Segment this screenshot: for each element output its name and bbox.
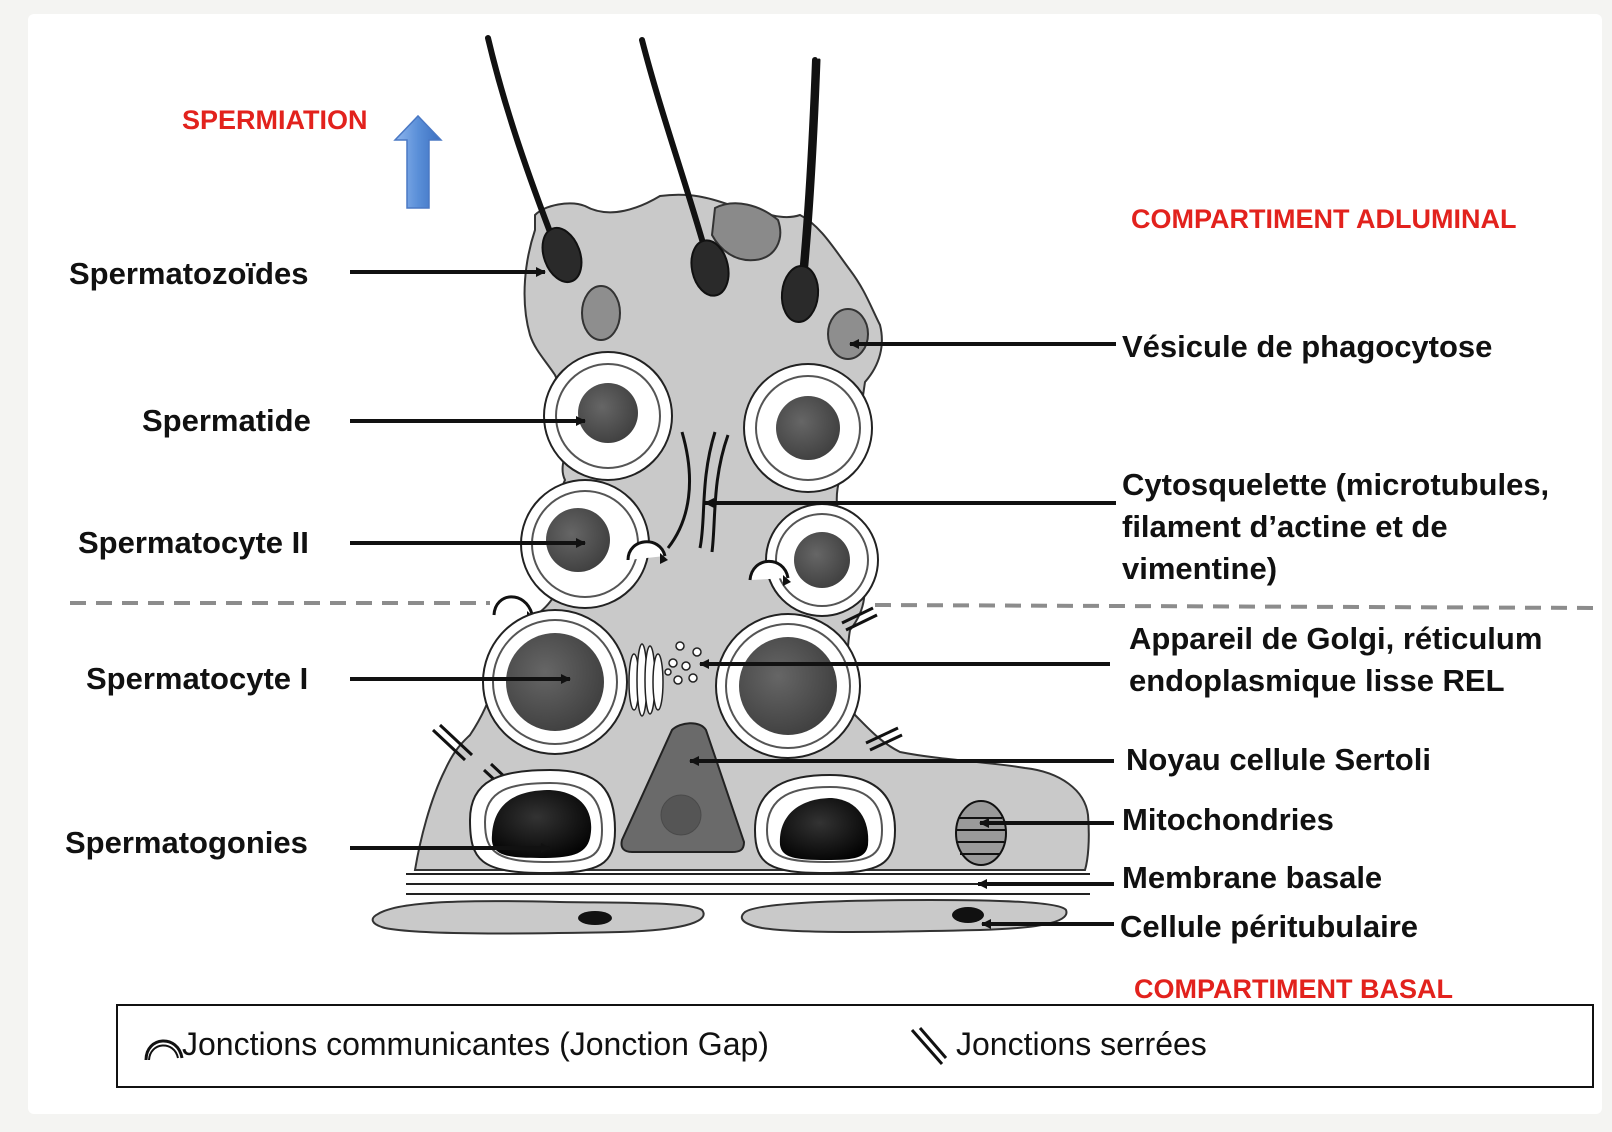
compartment-boundary-right bbox=[874, 603, 1601, 610]
cytoskeleton-label-line3: vimentine) bbox=[1122, 551, 1278, 586]
spermatogonium-left bbox=[468, 768, 617, 875]
cytoskeleton-label-line2: filament d’actine et de bbox=[1122, 509, 1448, 544]
vesicle bbox=[581, 285, 621, 341]
phagocytosis-vesicle bbox=[827, 308, 869, 360]
cytoskeleton bbox=[666, 431, 730, 553]
phagocytosis-vesicle-label: Vésicule de phagocytose bbox=[1122, 329, 1493, 364]
gap-junction-icons bbox=[492, 540, 790, 616]
adluminal-compartment-label: COMPARTIMENT ADLUMINAL bbox=[1131, 204, 1517, 234]
basement-membrane bbox=[406, 873, 1090, 895]
mitochondria bbox=[955, 800, 1007, 866]
spermatocyte-i-label: Spermatocyte I bbox=[86, 661, 309, 696]
peritubular-cell-label: Cellule péritubulaire bbox=[1120, 909, 1419, 944]
pointer-arrows-right bbox=[689, 339, 1116, 929]
cytoskeleton-label-line1: Cytosquelette (microtubules, bbox=[1122, 467, 1550, 502]
peritubular-cell-right bbox=[740, 898, 1068, 933]
spermatid-label: Spermatide bbox=[142, 403, 311, 438]
spermiation-arrow-icon bbox=[393, 114, 443, 209]
spermatid-right bbox=[743, 363, 873, 493]
sertoli-nucleus-label: Noyau cellule Sertoli bbox=[1126, 742, 1431, 777]
legend-tight-junction-text: Jonctions serrées bbox=[956, 1026, 1207, 1062]
sperm-tails bbox=[485, 35, 821, 278]
legend-gap-junction-text: Jonctions communicantes (Jonction Gap) bbox=[182, 1026, 769, 1062]
peritubular-cell-left bbox=[371, 900, 705, 935]
sertoli-cell-body bbox=[413, 193, 1090, 871]
legend-box: Jonctions communicantes (Jonction Gap) J… bbox=[116, 1004, 1594, 1088]
sertoli-nucleus bbox=[620, 722, 746, 853]
golgi-apparatus bbox=[628, 643, 664, 717]
spermatocyte-ii-label: Spermatocyte II bbox=[78, 525, 309, 560]
smooth-er-vesicles bbox=[664, 641, 702, 685]
spermatocyte-i-right bbox=[715, 613, 861, 759]
spermatocyte-ii-right bbox=[765, 503, 879, 617]
golgi-label-line2: endoplasmique lisse REL bbox=[1129, 663, 1505, 698]
gap-junction-arc-icon bbox=[144, 1039, 184, 1061]
apical-lobe bbox=[710, 202, 782, 262]
spermatogonia-label: Spermatogonies bbox=[65, 825, 308, 860]
spermiation-label: SPERMIATION bbox=[182, 105, 368, 135]
spermatocyte-i-left bbox=[482, 609, 628, 755]
spermatid-left bbox=[543, 351, 673, 481]
basal-compartment-label: COMPARTIMENT BASAL bbox=[1134, 974, 1453, 1004]
spermatogonium-right bbox=[753, 773, 897, 875]
basement-membrane-label: Membrane basale bbox=[1122, 860, 1383, 895]
spermatozoa-heads bbox=[541, 226, 820, 323]
mitochondria-label: Mitochondries bbox=[1122, 802, 1334, 837]
tight-junction-lines-icon bbox=[910, 1027, 948, 1065]
golgi-label-line1: Appareil de Golgi, réticulum bbox=[1129, 621, 1543, 656]
spermatozoa-label: Spermatozoïdes bbox=[69, 256, 309, 291]
pointer-arrows-left bbox=[350, 267, 586, 853]
